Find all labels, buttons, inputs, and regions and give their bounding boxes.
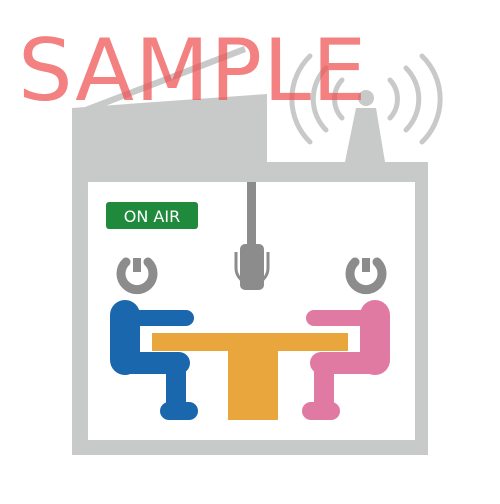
on-air-label: ON AIR (124, 207, 180, 226)
seated-person-left (110, 300, 198, 420)
seated-person-right (302, 300, 390, 420)
headset-icon (116, 257, 158, 295)
headset-icon (345, 257, 387, 295)
on-air-badge: ON AIR (106, 202, 198, 229)
building-roof (72, 46, 246, 118)
radio-tower-icon (289, 53, 443, 162)
studio-table (152, 333, 348, 420)
hanging-microphone-icon (234, 182, 270, 290)
